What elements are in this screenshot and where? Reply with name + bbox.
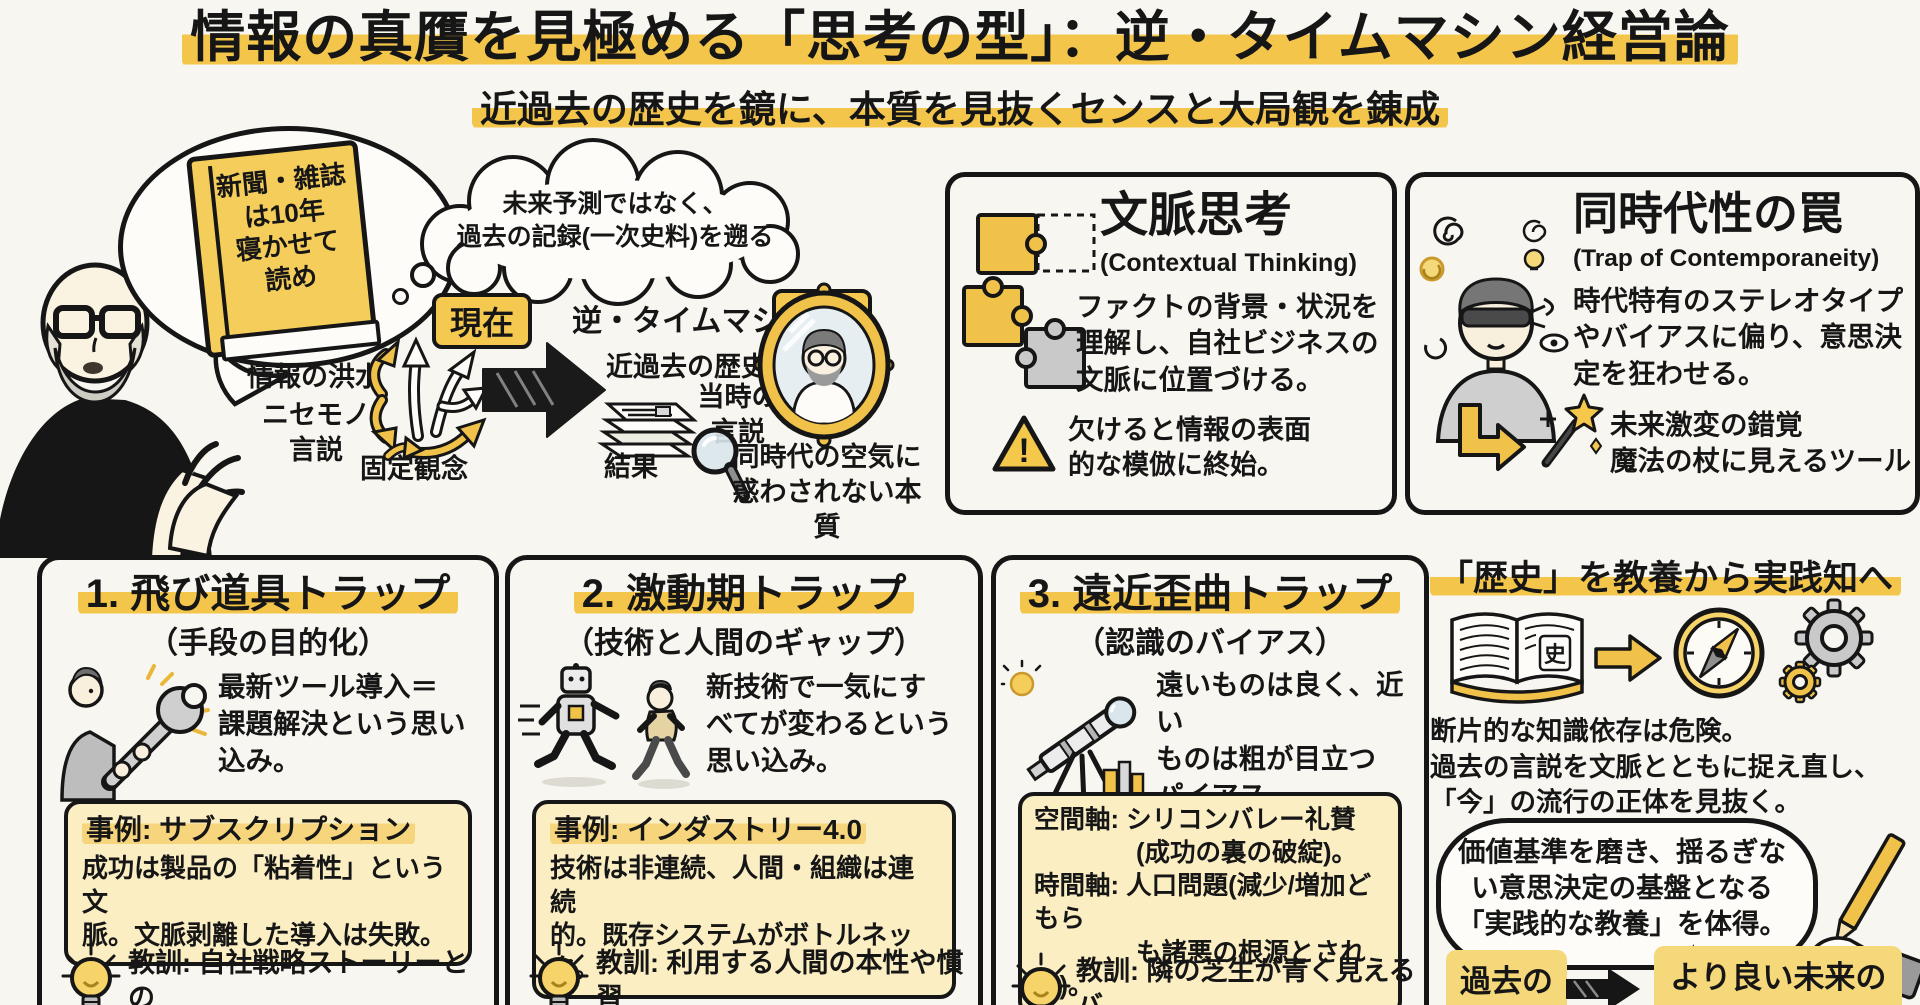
card-title: 同時代性の罠 [1573,188,1844,239]
page-title-text: 情報の真贋を見極める「思考の型」：逆・タイムマシン経営論 [182,6,1738,68]
flow-to-chip: より良い未来の 意思決定 [1654,946,1903,1005]
recent-history-label: 近過去の歴史 [606,352,768,382]
card-body: ファクトの背景・状況を 理解し、自社ビジネスの 文脈に位置づける。 [1076,291,1379,395]
trap-belief: 新技術で一気にす べてが変わるという 思い込み。 [706,671,953,777]
case-body: 技術は非連続、人間・組織は連続 的。既存システムがボトルネック。 [550,853,915,984]
card-title: 文脈思考 [1100,189,1293,242]
trap-3-card: 3. 遠近歪曲トラップ （認識のバイアス） 遠いものは良く、近い ものは粗が目立… [991,555,1429,1005]
trap-lesson: 教訓: 自社戦略ストーリーとの 合致を吟味せよ。 [128,948,469,1005]
speech-bubble-tail [213,340,291,407]
gears-icon [1778,598,1874,704]
mirror-caption: 同時代の空気に 惑わされない本質 [732,442,922,543]
warning-icon: ! [992,415,1056,472]
practice-body: 断片的な知識依存は危険。 過去の言説を文脈とともに捉え直し、 「今」の流行の正体… [1430,716,1881,817]
book-icon: 新聞・雑誌 は10年 寝かせて 読め [185,139,382,362]
trap-title-text: 2. 激動期トラップ [573,572,915,616]
trap-subtitle: （技術と人間のギャップ） [564,627,924,660]
case-title: 事例: サブスクリプション [82,814,416,845]
lightbulb-icon [529,942,589,1005]
time-machine-arrow-icon [482,342,606,438]
fake-label: ニセモノ 言説 [262,400,370,466]
trap-title: 3. 遠近歪曲トラップ [996,568,1424,620]
open-book-icon: 史 [1450,612,1584,704]
bent-arrow-icon [1458,403,1526,471]
fixed-label: 固定観念 [360,454,468,484]
practice-bubble-text: 価値基準を磨き、揺るぎな い意思決定の基盤となる 「実践的な教養」を体得。 [1457,836,1787,939]
now-label: 現在 [432,293,533,349]
newspapers-icon [597,402,698,458]
trap-lesson: 教訓: 隣の芝生が青く見えるバ イアスを自覚し、ファクト フルに認識せよ。 [1076,956,1416,1005]
card-note: 未来激変の錯覚 魔法の杖に見えるツール [1610,409,1912,476]
book-quote: 新聞・雑誌 は10年 寝かせて 読め [214,159,348,296]
practice-speech-bubble [1436,818,1818,970]
trap-2-card: 2. 激動期トラップ （技術と人間のギャップ） 新技術で一気にす べてが変わると… [505,555,983,1005]
practice-title-text: 「歴史」を教養から実践知へ [1430,559,1902,598]
trap-title-text: 1. 飛び道具トラップ [77,572,459,616]
practice-title: 「歴史」を教養から実践知へ [1430,556,1902,602]
yellow-arrow-icon [1594,634,1662,682]
trap-belief: 最新ツール導入＝ 課題解決という思い 込み。 [218,671,466,777]
warning-mark: ! [1018,432,1029,470]
trap-lesson: 教訓: 利用する人間の本性や慣習 の連続性を洞察せよ。 [596,948,964,1005]
trap-subtitle: （手段の目的化） [148,627,388,660]
lightbulb-icon [1011,952,1071,1005]
contextual-thinking-card: 文脈思考 (Contextual Thinking) ファクトの背景・状況を 理… [945,172,1397,515]
telescope-icon [1000,659,1155,811]
flow-arrow-icon [1566,968,1640,1005]
flood-label: 情報の洪水 [247,362,382,392]
thought-text: 未来予測ではなく、 過去の記録(一次史料)を遡る [456,190,774,251]
thought-dot-small [392,288,409,305]
magic-wand-icon [1540,393,1604,468]
case-body: 空間軸: シリコンバレー礼賛 (成功の裏の破綻)。 時間軸: 人口問題(減少/増… [1034,806,1372,1000]
speaker-illustration [0,262,245,560]
case-body: 成功は製品の「粘着性」という文 脈。文脈剥離した導入は失敗。 [82,853,447,950]
page-subtitle-text: 近過去の歴史を鏡に、本質を見抜くセンスと大局観を錬成 [471,89,1449,130]
trap-belief: 遠いものは良く、近い ものは粗が目立つ パイアス。 [1156,669,1404,811]
wrench-worker-icon [60,664,210,802]
result-label: 結果 [604,452,658,482]
trap-subtitle: （認識のバイアス） [1075,627,1345,660]
page-subtitle: 近過去の歴史を鏡に、本質を見抜くセンスと大局観を錬成 [0,86,1920,134]
trap-case-box: 事例: サブスクリプション 成功は製品の「粘着性」という文 脈。文脈剥離した導入… [64,800,472,967]
lightbulb-icon [61,942,121,1005]
flow-from-chip: 過去の 検証 [1446,950,1567,1005]
book-page-char: 史 [1544,642,1567,667]
trap-title: 1. 飛び道具トラップ [42,568,494,620]
trap-title: 2. 激動期トラップ [510,568,978,620]
page-title: 情報の真贋を見極める「思考の型」：逆・タイムマシン経営論 [0,2,1920,74]
card-warning: 欠けると情報の表面 的な模倣に終始。 [1068,415,1311,481]
thought-bubble [420,138,800,306]
card-body: 時代特有のステレオタイプ やバイアスに偏り、意思決 定を狂わせる。 [1573,285,1903,389]
compass-icon [1673,607,1765,699]
chaos-arrows-icon [368,336,489,461]
robot-and-human-icon [518,663,690,789]
magnifier-icon [691,427,750,502]
trap-case-box: 事例: インダストリー4.0 技術は非連続、人間・組織は連続 的。既存システムが… [532,800,956,1000]
card-subtitle: (Contextual Thinking) [1100,249,1357,277]
thought-dot-large [410,262,436,288]
trap-1-card: 1. 飛び道具トラップ （手段の目的化） 最新ツール導入＝ 課題解決という思い … [37,555,499,1005]
mirror-icon [753,282,895,448]
contemporaneity-card: 同時代性の罠 (Trap of Contemporaneity) 時代特有のステ… [1405,172,1920,515]
card-subtitle: (Trap of Contemporaneity) [1573,245,1880,272]
trap-title-text: 3. 遠近歪曲トラップ [1019,572,1401,616]
case-title: 事例: インダストリー4.0 [550,814,867,845]
puzzle-icon [962,213,1096,389]
trap-case-box: 空間軸: シリコンバレー礼賛 (成功の裏の破綻)。 時間軸: 人口問題(減少/増… [1018,792,1402,1005]
